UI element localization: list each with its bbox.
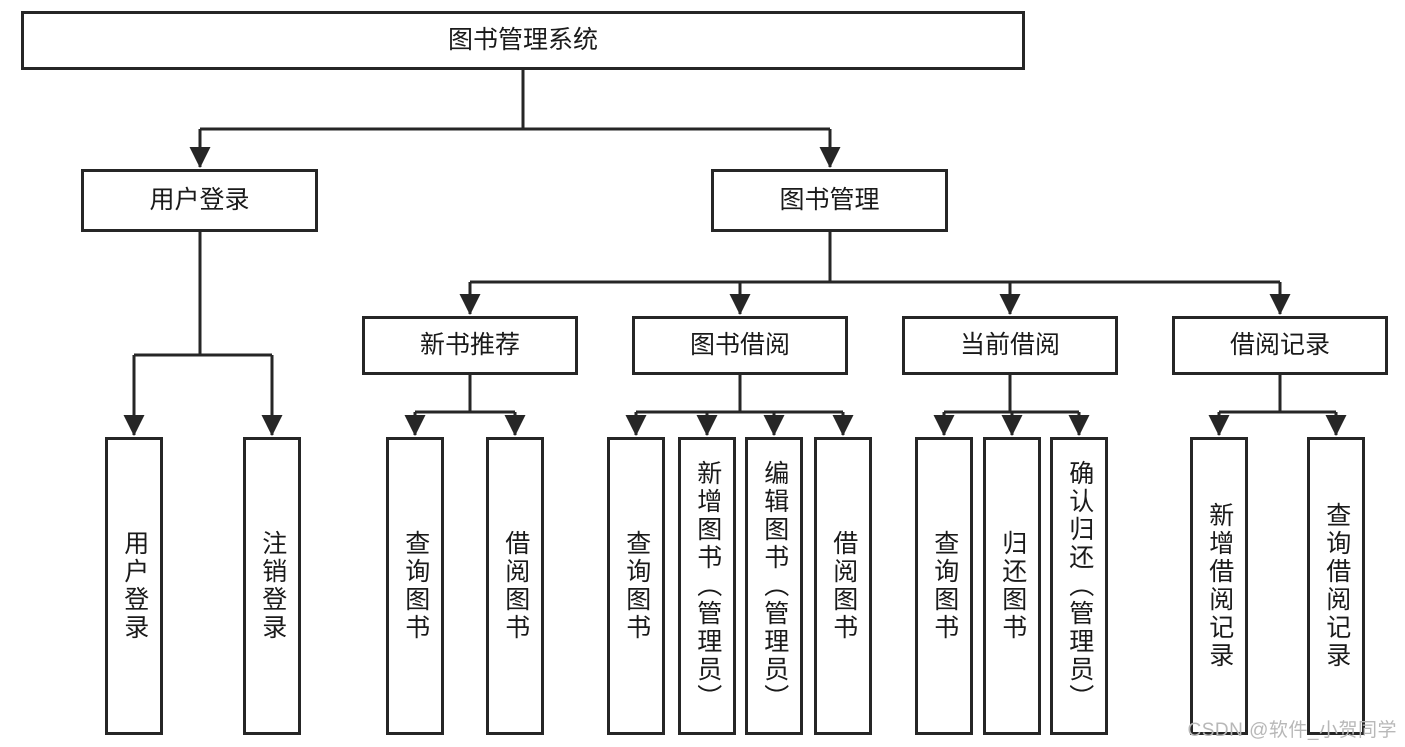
- node-leaf-query-book-2[interactable]: 查询图书: [607, 437, 665, 735]
- node-leaf-user-login[interactable]: 用户登录: [105, 437, 163, 735]
- node-leaf-user-logout[interactable]: 注销登录: [243, 437, 301, 735]
- node-label-user-login: 用户登录: [149, 185, 250, 214]
- node-label-borrow-records: 借阅记录: [1229, 330, 1330, 359]
- node-label-book-mgmt: 图书管理: [779, 185, 880, 214]
- node-new-book-rec[interactable]: 新书推荐: [362, 316, 578, 375]
- node-book-borrow[interactable]: 图书借阅: [632, 316, 848, 375]
- node-label-leaf-user-login: 用户登录: [120, 530, 149, 642]
- node-leaf-return-book[interactable]: 归还图书: [983, 437, 1041, 735]
- node-current-borrow[interactable]: 当前借阅: [902, 316, 1118, 375]
- node-label-current-borrow: 当前借阅: [959, 330, 1060, 359]
- node-label-leaf-add-book: 新增图书（管理员）: [693, 460, 722, 712]
- node-user-login[interactable]: 用户登录: [81, 169, 318, 232]
- node-label-leaf-query-record: 查询借阅记录: [1322, 502, 1351, 670]
- node-label-new-book-rec: 新书推荐: [419, 330, 520, 359]
- node-label-leaf-borrow-book-1: 借阅图书: [501, 530, 530, 642]
- node-borrow-records[interactable]: 借阅记录: [1172, 316, 1388, 375]
- node-label-leaf-return-book: 归还图书: [998, 530, 1027, 642]
- node-label-root: 图书管理系统: [447, 25, 598, 54]
- node-label-book-borrow: 图书借阅: [689, 330, 790, 359]
- node-label-leaf-edit-book: 编辑图书（管理员）: [760, 460, 789, 712]
- node-leaf-confirm-return[interactable]: 确认归还（管理员）: [1050, 437, 1108, 735]
- node-leaf-borrow-book-2[interactable]: 借阅图书: [814, 437, 872, 735]
- node-label-leaf-user-logout: 注销登录: [258, 530, 287, 642]
- node-label-leaf-query-book-1: 查询图书: [401, 530, 430, 642]
- node-label-leaf-borrow-book-2: 借阅图书: [829, 530, 858, 642]
- node-leaf-query-book-1[interactable]: 查询图书: [386, 437, 444, 735]
- node-label-leaf-confirm-return: 确认归还（管理员）: [1065, 460, 1094, 712]
- node-book-mgmt[interactable]: 图书管理: [711, 169, 948, 232]
- node-label-leaf-query-book-3: 查询图书: [930, 530, 959, 642]
- node-leaf-query-record[interactable]: 查询借阅记录: [1307, 437, 1365, 735]
- node-label-leaf-add-record: 新增借阅记录: [1205, 502, 1234, 670]
- watermark-label: CSDN @软件_小贺同学: [1187, 720, 1397, 741]
- node-leaf-add-book[interactable]: 新增图书（管理员）: [678, 437, 736, 735]
- node-leaf-add-record[interactable]: 新增借阅记录: [1190, 437, 1248, 735]
- node-label-leaf-query-book-2: 查询图书: [622, 530, 651, 642]
- node-leaf-edit-book[interactable]: 编辑图书（管理员）: [745, 437, 803, 735]
- node-leaf-borrow-book-1[interactable]: 借阅图书: [486, 437, 544, 735]
- node-leaf-query-book-3[interactable]: 查询图书: [915, 437, 973, 735]
- node-root[interactable]: 图书管理系统: [21, 11, 1025, 70]
